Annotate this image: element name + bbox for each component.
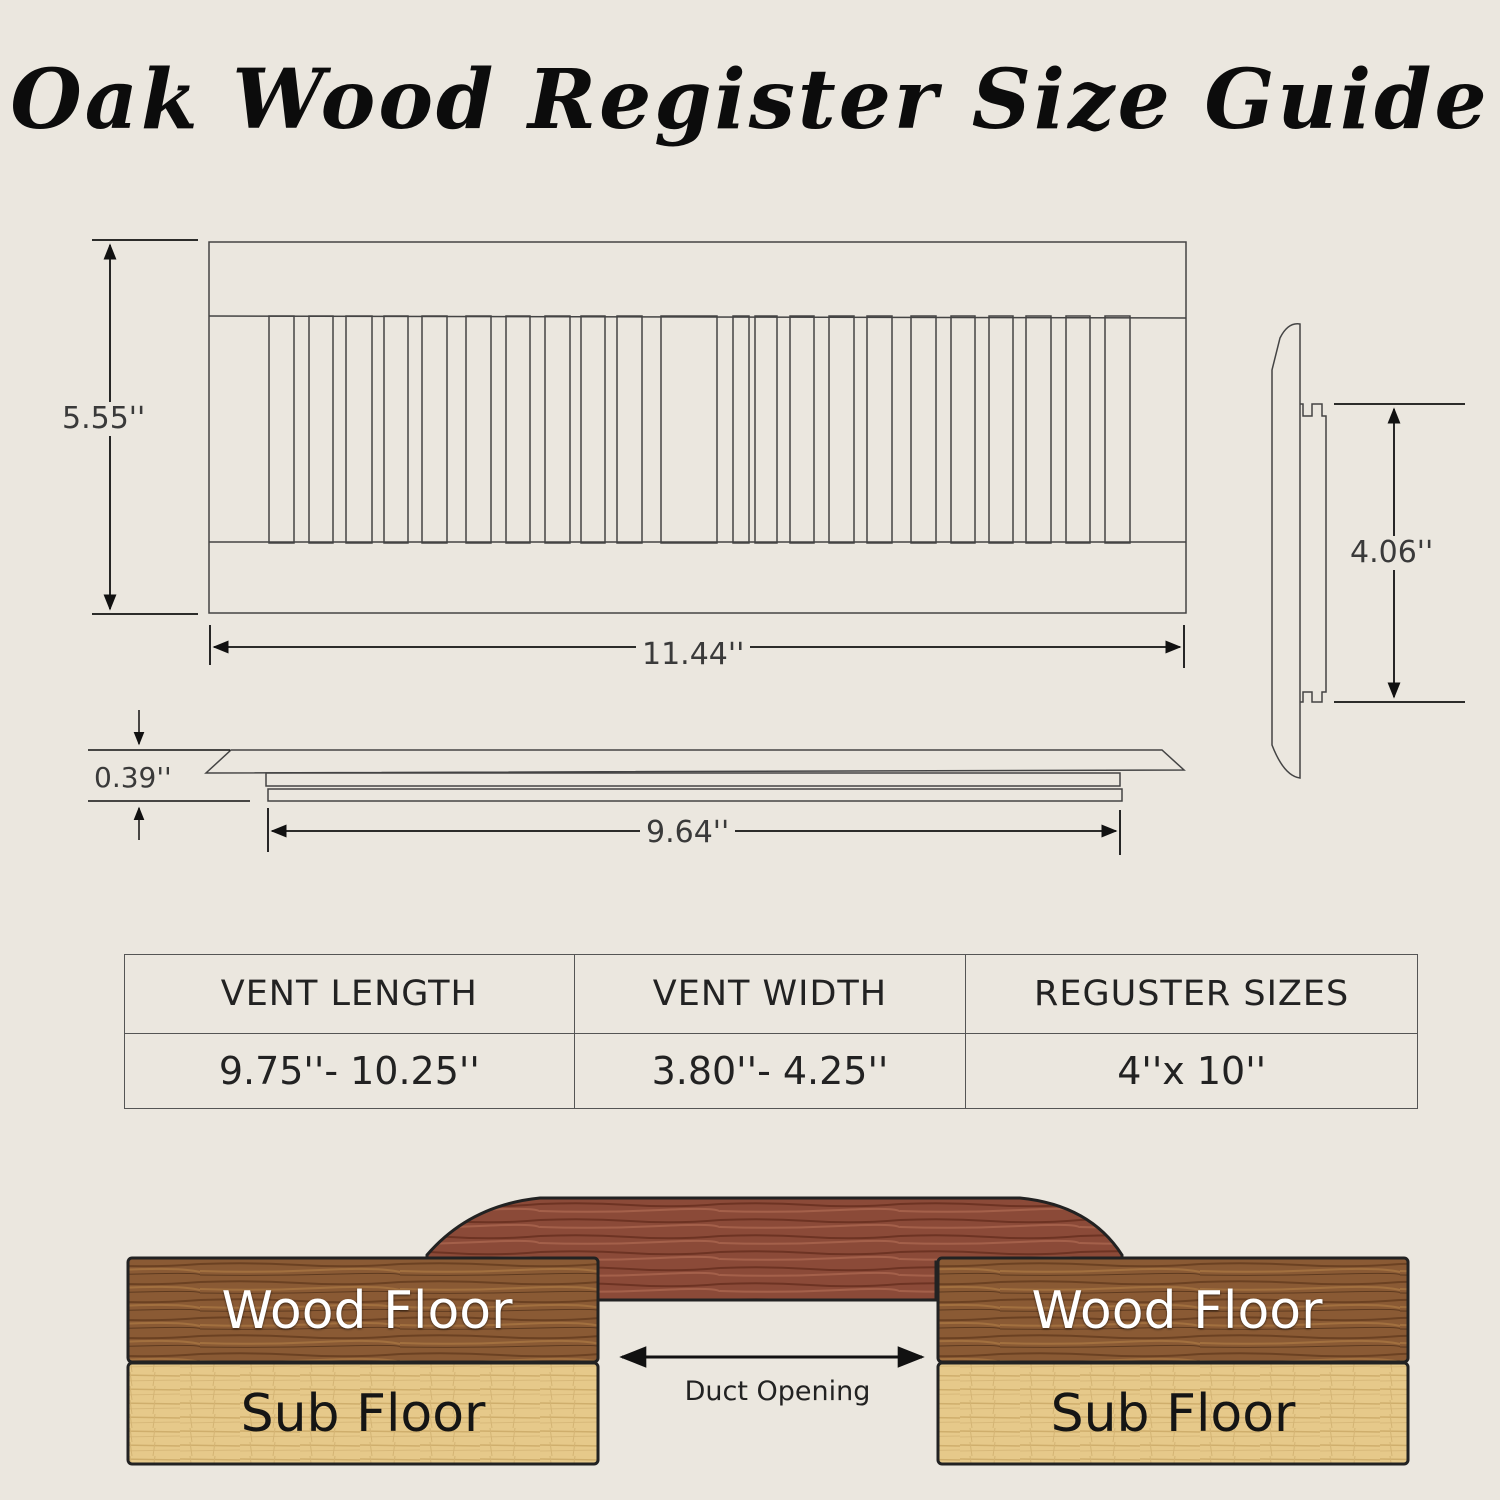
cell-vent-width: 3.80''- 4.25'' (573, 1033, 967, 1109)
header-vent-width: VENT WIDTH (573, 954, 967, 1034)
table-header-row: VENT LENGTH VENT WIDTH REGUSTER SIZES (124, 954, 1418, 1034)
cell-register-sizes: 4''x 10'' (965, 1033, 1418, 1109)
side-view (1271, 323, 1327, 779)
height-label: 5.55'' (56, 402, 152, 436)
left-sub-floor-label: Sub Floor (240, 1384, 486, 1444)
profile-view (204, 749, 1186, 802)
header-register-sizes: REGUSTER SIZES (965, 954, 1418, 1034)
louver-slats (268, 315, 1131, 544)
inner-length-label: 9.64'' (640, 816, 736, 850)
side-height-label: 4.06'' (1344, 536, 1440, 570)
floor-diagram (126, 1196, 1410, 1466)
thickness-dimension (88, 710, 250, 840)
register-outline (208, 241, 1187, 614)
right-sub-floor-label: Sub Floor (1050, 1384, 1296, 1444)
table-row: 9.75''- 10.25'' 3.80''- 4.25'' 4''x 10'' (124, 1033, 1418, 1109)
thickness-label: 0.39'' (88, 761, 178, 795)
right-wood-floor-label: Wood Floor (1031, 1281, 1323, 1341)
left-sub-floor (126, 1361, 600, 1466)
duct-opening-label: Duct Opening (684, 1376, 871, 1407)
size-table: VENT LENGTH VENT WIDTH REGUSTER SIZES 9.… (124, 954, 1418, 1109)
cell-vent-length: 9.75''- 10.25'' (124, 1033, 575, 1109)
page-title: Oak Wood Register Size Guide (10, 52, 1490, 148)
length-label: 11.44'' (636, 638, 751, 672)
header-vent-length: VENT LENGTH (124, 954, 575, 1034)
right-sub-floor (936, 1361, 1410, 1466)
left-wood-floor-label: Wood Floor (221, 1281, 513, 1341)
front-view (208, 241, 1187, 614)
